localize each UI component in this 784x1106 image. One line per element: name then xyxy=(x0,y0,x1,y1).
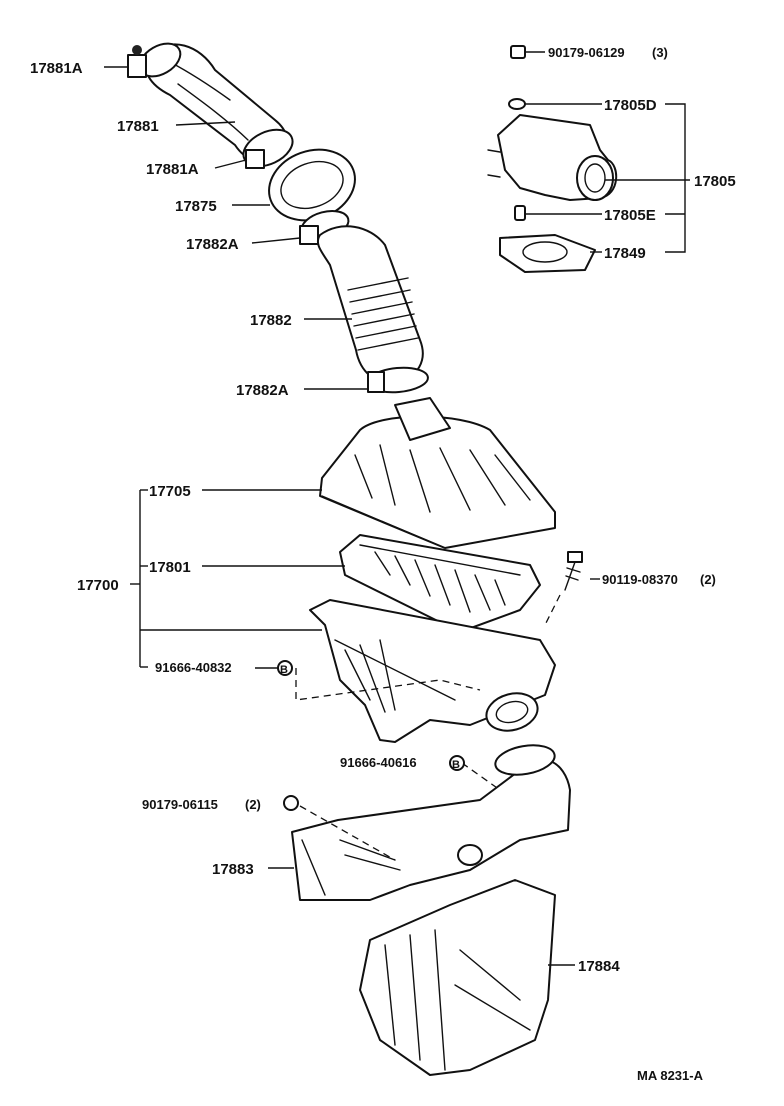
label-17882A-low: 17882A xyxy=(236,382,289,399)
air-cleaner-cap-17705 xyxy=(319,397,556,549)
diagram-code: MA 8231-A xyxy=(637,1068,704,1083)
hose-clamp-17881A-top xyxy=(127,45,147,78)
intake-duct-17883 xyxy=(291,744,571,901)
label-90179-06115: 90179-06115 xyxy=(142,797,218,812)
label-17705: 17705 xyxy=(149,483,191,500)
throttle-body-17805 xyxy=(487,114,618,201)
label-90179-06129: 90179-06129 xyxy=(548,45,625,60)
qty-90179-06115: (2) xyxy=(245,797,261,812)
label-17805D: 17805D xyxy=(604,97,657,114)
nut-90179-06129 xyxy=(510,45,526,59)
ref-b-label-2: B xyxy=(452,759,460,771)
ref-b-label-1: B xyxy=(280,664,288,676)
label-17805: 17805 xyxy=(694,173,736,190)
label-17700: 17700 xyxy=(77,577,119,594)
label-91666-40616: 91666-40616 xyxy=(340,755,417,770)
label-17849: 17849 xyxy=(604,245,646,262)
ref-b-circle-1 xyxy=(277,660,293,676)
cap-17805E xyxy=(514,205,526,221)
hose-clamp-17881A-mid xyxy=(242,128,294,169)
intake-hose-17881 xyxy=(138,42,289,164)
air-cleaner-case xyxy=(309,599,556,743)
resonator-17875 xyxy=(268,148,356,222)
label-17801: 17801 xyxy=(149,559,191,576)
bolt-90119-08370 xyxy=(564,551,583,591)
label-17875: 17875 xyxy=(175,198,217,215)
corrugated-hose-17882 xyxy=(316,225,424,384)
label-17882: 17882 xyxy=(250,312,292,329)
label-17882A-top: 17882A xyxy=(186,236,239,253)
label-17881: 17881 xyxy=(117,118,159,135)
nut-17805D xyxy=(508,98,526,110)
label-91666-40832: 91666-40832 xyxy=(155,660,232,675)
label-90119-08370: 90119-08370 xyxy=(602,572,678,587)
ref-b-circle-2 xyxy=(449,755,465,771)
hose-clamp-17882A-low xyxy=(367,366,429,394)
filter-element-17801 xyxy=(339,534,541,633)
label-17883: 17883 xyxy=(212,861,254,878)
gasket-17849 xyxy=(499,234,596,273)
silencer-17884 xyxy=(359,879,556,1076)
label-17805E: 17805E xyxy=(604,207,656,224)
label-17884: 17884 xyxy=(578,958,620,975)
qty-90119-08370: (2) xyxy=(700,572,716,587)
qty-90179-06129: (3) xyxy=(652,45,668,60)
nut-90179-06115 xyxy=(283,795,299,811)
label-17881A-top: 17881A xyxy=(30,60,83,77)
label-17881A-mid: 17881A xyxy=(146,161,199,178)
